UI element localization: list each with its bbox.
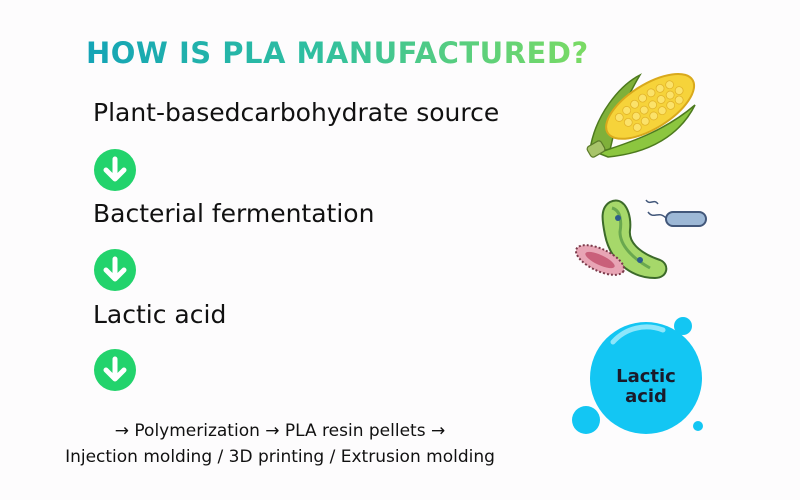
step-bacterial-fermentation: Bacterial fermentation (93, 199, 375, 228)
process-continuation: → Polymerization → PLA resin pellets → I… (40, 418, 520, 470)
down-arrow-icon (94, 149, 136, 191)
lactic-acid-bubble: Lactic acid (572, 317, 703, 434)
step-carbohydrate-source: Plant-basedcarbohydrate source (93, 98, 500, 127)
bubble-label-line-2: acid (625, 386, 667, 407)
step-lactic-acid: Lactic acid (93, 300, 227, 329)
bacteria-icon (574, 199, 707, 280)
down-arrow-icon (94, 349, 136, 391)
page-title: HOW IS PLA MANUFACTURED? (86, 36, 589, 70)
down-arrow-icon (94, 249, 136, 291)
footer-line-1: → Polymerization → PLA resin pellets → (114, 421, 446, 441)
footer-line-2: Injection molding / 3D printing / Extrus… (65, 447, 495, 467)
corn-icon (586, 72, 696, 158)
bubble-label-line-1: Lactic (616, 366, 676, 387)
